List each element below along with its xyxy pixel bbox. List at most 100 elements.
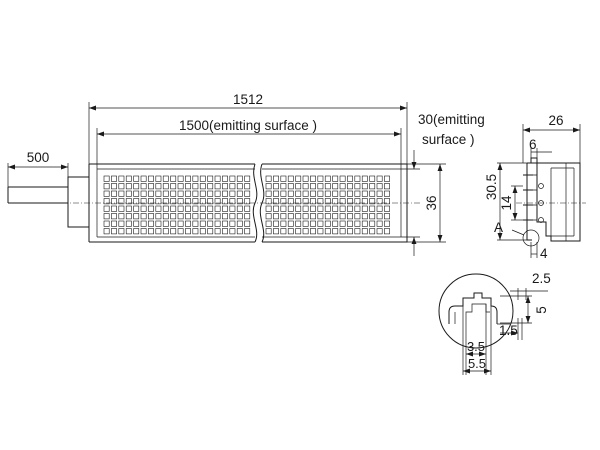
led-cell [111, 228, 117, 235]
led-cell [111, 190, 117, 197]
dim-detail-3-5: 3.5 [467, 339, 485, 354]
led-cell [207, 183, 214, 190]
led-cell [236, 228, 243, 235]
led-cell [207, 190, 214, 197]
led-cell [310, 205, 316, 212]
led-cell [280, 190, 287, 197]
dim-cable-length: 500 [27, 150, 50, 165]
side-profile-outer [527, 157, 581, 242]
led-cell [170, 228, 177, 235]
led-cell [265, 205, 272, 212]
led-cell [118, 205, 125, 212]
led-cell [287, 183, 294, 190]
led-cell [118, 213, 125, 220]
led-cell [280, 183, 287, 190]
led-cell [310, 175, 316, 182]
led-cell [280, 213, 287, 220]
dim-side-width: 26 [548, 113, 563, 128]
dim-total-length: 1512 [233, 92, 263, 107]
led-cell [170, 220, 177, 227]
led-cell [177, 205, 184, 212]
led-cell [324, 190, 331, 197]
led-cell [185, 190, 191, 197]
led-cell [376, 190, 383, 197]
led-cell [287, 198, 294, 205]
led-cell [177, 175, 184, 182]
led-cell [369, 190, 376, 197]
led-cell [317, 198, 324, 205]
led-cell [103, 198, 110, 205]
dim-side-30-5: 30.5 [484, 174, 499, 200]
led-cell [244, 183, 251, 190]
led-cell [222, 228, 228, 235]
led-cell [111, 205, 117, 212]
detail-a-label: A [494, 220, 503, 235]
led-cell [302, 220, 309, 227]
hole-1 [538, 183, 544, 189]
led-cell [354, 213, 361, 220]
led-cell [214, 190, 221, 197]
led-cell [332, 228, 339, 235]
led-cell [199, 213, 206, 220]
led-cell [185, 183, 191, 190]
led-cell [118, 198, 125, 205]
led-cell [148, 213, 154, 220]
led-cell [244, 220, 251, 227]
led-cell [162, 198, 169, 205]
led-cell [236, 220, 243, 227]
side-dimensions: 26 6 30.5 14 4 [484, 113, 581, 261]
led-cell [295, 190, 302, 197]
led-cell [140, 190, 147, 197]
led-cell [177, 228, 184, 235]
dim-side-6: 6 [529, 137, 537, 152]
led-cell [170, 175, 177, 182]
led-cell [133, 175, 140, 182]
led-cell [170, 198, 177, 205]
led-cell [118, 183, 125, 190]
led-cell [125, 190, 132, 197]
dim-detail-5: 5 [534, 306, 549, 314]
led-cell [133, 220, 140, 227]
led-cell [384, 213, 390, 220]
led-cell [287, 175, 294, 182]
led-cell [236, 190, 243, 197]
led-cell [229, 220, 236, 227]
led-cell [265, 198, 272, 205]
led-cell [214, 175, 221, 182]
led-cell [244, 190, 251, 197]
led-cell [140, 213, 147, 220]
led-cell [170, 205, 177, 212]
led-cell [376, 213, 383, 220]
led-cell [199, 205, 206, 212]
led-cell [140, 198, 147, 205]
led-cell [236, 183, 243, 190]
led-cell [295, 228, 302, 235]
led-cell [347, 183, 353, 190]
led-cell [310, 198, 316, 205]
led-cell [361, 213, 368, 220]
led-grid-right [265, 175, 390, 235]
led-cell [302, 183, 309, 190]
led-cell [192, 228, 199, 235]
led-cell [103, 205, 110, 212]
led-cell [384, 175, 390, 182]
led-cell [324, 175, 331, 182]
led-cell [369, 175, 376, 182]
led-cell [369, 213, 376, 220]
led-cell [111, 198, 117, 205]
led-cell [310, 228, 316, 235]
led-cell [265, 190, 272, 197]
led-cell [295, 175, 302, 182]
led-cell [214, 228, 221, 235]
led-cell [133, 205, 140, 212]
dim-detail-1-5: 1.5 [499, 323, 518, 338]
led-cell [332, 183, 339, 190]
led-cell [317, 183, 324, 190]
detail-a-profile [448, 292, 498, 324]
led-cell [287, 213, 294, 220]
led-cell [384, 183, 390, 190]
led-cell [265, 175, 272, 182]
led-cell [222, 205, 228, 212]
led-cell [103, 183, 110, 190]
